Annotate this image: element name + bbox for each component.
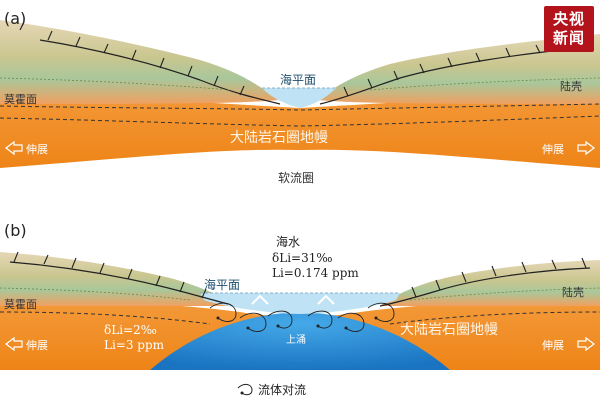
moho-line-a: [0, 103, 600, 111]
sea-level-label-a: 海平面: [280, 72, 316, 87]
panel-a: (a) 海平面 莫霍面 陆壳 大陆岩石圈地幔 伸展 伸展 软流圈: [0, 9, 600, 185]
seawater-label: 海水: [276, 234, 300, 249]
crust-right-b: [380, 260, 600, 306]
extension-label-right-a: 伸展: [542, 143, 564, 156]
extension-label-right-b: 伸展: [542, 339, 564, 352]
crust-label-b: 陆壳: [562, 285, 584, 299]
lithosphere-label-a: 大陆岩石圈地幔: [230, 130, 328, 146]
cctv-news-logo: 央视 新闻: [544, 6, 594, 52]
fluid-convection-arrows: [209, 302, 395, 332]
crust-label-a: 陆壳: [560, 79, 582, 93]
legend-fluid-convection: 流体对流: [237, 383, 306, 397]
crust-right-a: [318, 34, 600, 104]
moho-label-a: 莫霍面: [4, 93, 37, 106]
extension-left-a: 伸展: [5, 140, 48, 156]
sea-level-label-b: 海平面: [204, 277, 240, 292]
lithosphere-label-b: 大陆岩石圈地幔: [400, 322, 498, 338]
crust-left-a: [0, 20, 278, 104]
upwelling-label: 上涌: [286, 334, 306, 346]
seawater-d7li: δLi=31‰: [272, 251, 332, 265]
panel-b: (b) 海水 δLi=31‰ Li=0.174 ppm 海平面 莫霍面 陆壳 δ…: [0, 221, 600, 370]
extension-label-left-b: 伸展: [26, 339, 48, 352]
panel-a-tag: (a): [4, 9, 26, 28]
extension-right-a: 伸展: [542, 140, 595, 156]
logo-line2: 新闻: [552, 29, 585, 47]
legend-label: 流体对流: [258, 383, 306, 397]
seawater-li: Li=0.174 ppm: [272, 266, 359, 280]
sea-a: [262, 88, 336, 108]
extension-label-left-a: 伸展: [26, 143, 48, 156]
convection-arrow-icon: [237, 383, 253, 396]
logo-line1: 央视: [552, 10, 585, 28]
moho-line-b: [0, 311, 211, 325]
moho-label-b: 莫霍面: [4, 298, 37, 311]
extension-left-b: 伸展: [5, 336, 48, 352]
panel-b-tag: (b): [4, 221, 27, 240]
asthenosphere-upwelling-b: [150, 312, 450, 370]
extension-right-b: 伸展: [542, 336, 595, 352]
sea-b: [200, 293, 400, 314]
mantle-d7li: δLi=2‰: [104, 323, 157, 337]
crust-left-b: [0, 252, 240, 306]
asthenosphere-label-a: 软流圈: [278, 171, 314, 185]
mantle-li: Li=3 ppm: [104, 338, 165, 352]
